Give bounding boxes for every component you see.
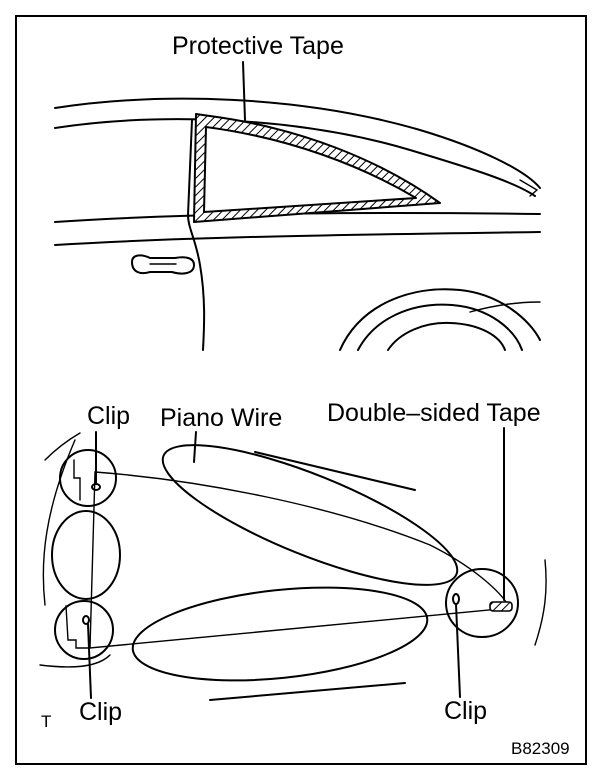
door-gap-line (187, 119, 206, 351)
clip-area-top-left (59, 449, 117, 507)
body-arc-bottom-left (39, 654, 111, 668)
body-arc-left (42, 439, 76, 606)
corner-mark: T (41, 712, 52, 731)
clip-bottom-left-label: Clip (79, 698, 123, 726)
belt-line-lower (54, 231, 541, 246)
body-arc-left2 (44, 432, 81, 461)
door-handle (131, 254, 195, 275)
roof-line-inner (54, 118, 536, 197)
piano-wire-leader (193, 431, 197, 463)
piano-wire-label: Piano Wire (160, 404, 283, 432)
piano-wire-removal-view (39, 427, 547, 701)
wheel-arch-inner (357, 303, 523, 351)
wire-stroke-lower (209, 682, 406, 701)
clip-right-label: Clip (444, 697, 488, 725)
fender-line (469, 301, 541, 313)
clip-bottom-left-leader (87, 623, 92, 699)
car-side-view (54, 61, 541, 351)
double-sided-tape-label: Double–sided Tape (327, 399, 541, 427)
body-arc-right (534, 559, 547, 646)
glass-corner-bottom-left (65, 605, 91, 649)
quarter-window-glass (203, 126, 417, 213)
wheel-arch-inner2 (387, 321, 506, 351)
clip-area-right (445, 568, 519, 638)
glass-corner-top-left (73, 459, 81, 501)
clip-right-leader (455, 603, 461, 698)
wire-loop-lower (131, 586, 429, 682)
figure-frame (15, 15, 587, 765)
wire-stroke-upper (254, 451, 416, 491)
clip-area-bottom-left (54, 600, 114, 660)
wire-loop-left (51, 510, 121, 600)
clip-top-left-label: Clip (87, 402, 131, 430)
protective-tape-leader (242, 61, 246, 121)
protective-tape-label: Protective Tape (172, 32, 344, 60)
figure-code: B82309 (511, 739, 570, 758)
roof-trim-end (519, 179, 539, 197)
double-sided-tape-piece (489, 601, 513, 612)
roof-line-outer (54, 97, 541, 189)
window-outline-wire (89, 471, 512, 649)
clip-bottom-left (82, 615, 90, 625)
clip-right (452, 593, 460, 605)
wire-loop-upper (161, 444, 459, 586)
wheel-arch-outer (339, 288, 541, 351)
